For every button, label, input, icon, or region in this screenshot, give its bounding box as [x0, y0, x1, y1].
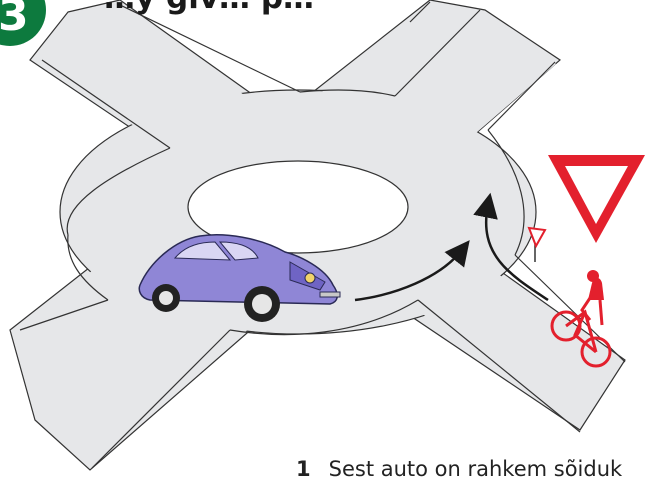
yield-sign-icon	[548, 155, 645, 243]
cyclist-path-arrow	[473, 192, 549, 302]
caption-text: Sest auto on rahkem sõiduk	[328, 457, 623, 477]
car-path-arrow	[354, 240, 470, 302]
step-badge: 3	[0, 0, 46, 46]
page-title: …y giv… p…	[104, 0, 314, 16]
cyclist-icon	[550, 270, 612, 368]
caption: 1 Sest auto on rahkem sõiduk	[296, 457, 622, 477]
central-island	[187, 160, 409, 254]
step-number: 3	[0, 0, 29, 41]
caption-number: 1	[296, 457, 311, 477]
small-sign-icon	[527, 226, 547, 262]
vintage-car-icon	[138, 234, 341, 322]
